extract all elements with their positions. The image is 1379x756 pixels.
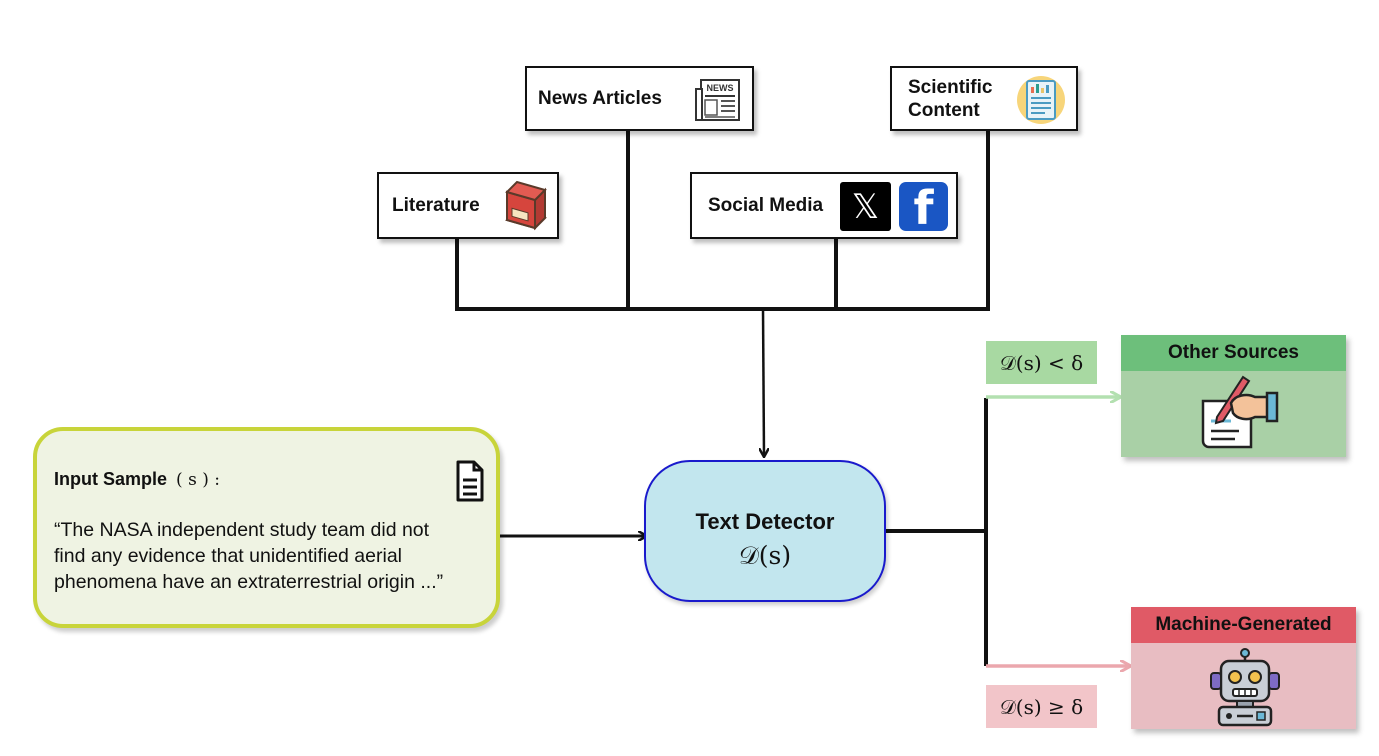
news-articles-label: News Articles xyxy=(538,87,662,109)
input-sample-title: Input Sample xyxy=(54,469,168,489)
input-sample-var: ( s ) : xyxy=(176,470,220,490)
news-articles-box: News Articles NEWS xyxy=(525,66,754,131)
report-chart-icon xyxy=(1016,74,1066,131)
text-detector-formula: 𝒟(s) xyxy=(738,541,792,570)
facebook-logo-icon: f xyxy=(899,182,948,231)
literature-box: Literature xyxy=(377,172,559,239)
sources-to-detector-arrow xyxy=(763,308,764,456)
text-detector-title: Text Detector xyxy=(695,509,835,534)
book-icon xyxy=(497,180,551,239)
social-media-label: Social Media xyxy=(708,194,824,216)
scientific-label-line2: Content xyxy=(908,99,980,121)
input-text-line1: “The NASA independent study team did not xyxy=(54,519,430,541)
scientific-label-line1: Scientific xyxy=(908,76,993,98)
text-detector-box: Text Detector 𝒟(s) xyxy=(644,460,886,602)
other-sources-condition: 𝒟(s) < δ xyxy=(986,341,1097,384)
other-sources-box: Other Sources xyxy=(1121,335,1346,457)
other-sources-title: Other Sources xyxy=(1121,335,1346,371)
newspaper-icon: NEWS xyxy=(693,75,743,130)
literature-label: Literature xyxy=(392,194,480,216)
svg-text:NEWS: NEWS xyxy=(707,83,734,93)
input-text-line2: find any evidence that unidentified aeri… xyxy=(54,545,402,567)
input-sample-box: Input Sample ( s ) : “The NASA independe… xyxy=(33,427,500,628)
hand-writing-icon xyxy=(1195,373,1279,458)
machine-generated-box: Machine-Generated xyxy=(1131,607,1356,729)
document-icon xyxy=(456,460,484,507)
machine-generated-title: Machine-Generated xyxy=(1131,607,1356,643)
x-logo-icon: 𝕏 xyxy=(840,182,891,231)
machine-generated-condition: 𝒟(s) ≥ δ xyxy=(986,685,1097,728)
social-media-box: Social Media 𝕏 f xyxy=(690,172,958,239)
scientific-content-box: Scientific Content xyxy=(890,66,1078,131)
input-text-line3: phenomena have an extraterrestrial origi… xyxy=(54,571,444,593)
robot-icon xyxy=(1207,647,1283,732)
